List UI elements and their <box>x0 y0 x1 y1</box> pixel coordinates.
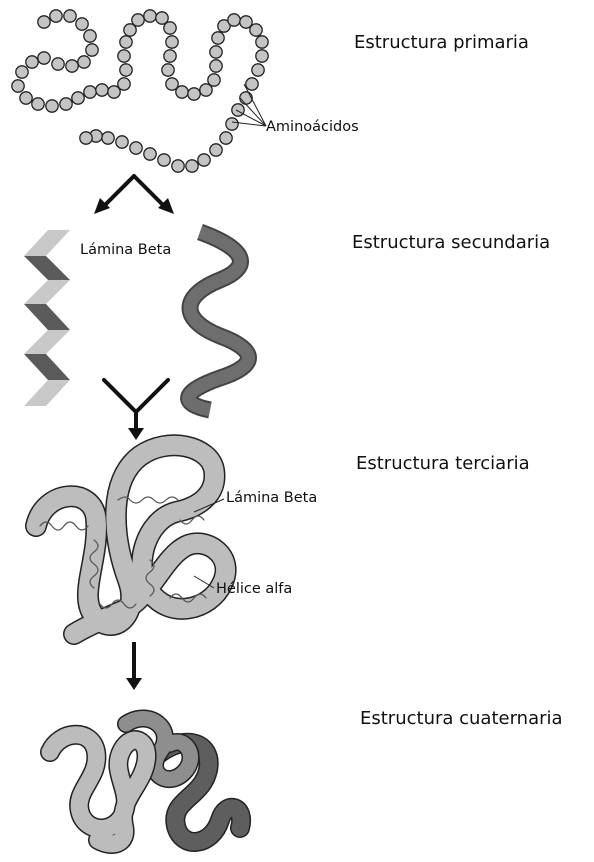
amino-acid-bead <box>12 80 24 92</box>
quaternary-protein-complex <box>50 719 241 844</box>
amino-acid-bead <box>256 50 268 62</box>
merge-arrow <box>104 380 168 440</box>
amino-acid-bead <box>78 56 90 68</box>
amino-acid-bead <box>210 144 222 156</box>
amino-acid-bead <box>52 58 64 70</box>
amino-acid-bead <box>208 74 220 86</box>
amino-acid-bead <box>66 60 78 72</box>
amino-acid-bead <box>252 64 264 76</box>
amino-acid-bead <box>38 16 50 28</box>
amino-acid-bead <box>118 78 130 90</box>
tertiary-folded-protein <box>36 445 226 634</box>
amino-acid-bead <box>64 10 76 22</box>
split-arrow <box>94 176 174 214</box>
amino-acid-bead <box>158 154 170 166</box>
amino-acid-bead <box>130 142 142 154</box>
amino-acid-bead <box>38 52 50 64</box>
amino-acid-bead <box>176 86 188 98</box>
tertiary-structure-title: Estructura terciaria <box>356 455 530 473</box>
amino-acid-bead <box>118 50 130 62</box>
alpha-helix-ribbon <box>189 232 249 410</box>
amino-acid-bead <box>76 18 88 30</box>
amino-acid-bead <box>210 46 222 58</box>
amino-acid-bead <box>60 98 72 110</box>
amino-acid-bead <box>16 66 28 78</box>
amino-acid-bead <box>26 56 38 68</box>
amino-acid-bead <box>72 92 84 104</box>
amino-acid-bead <box>240 92 252 104</box>
secondary-structure-title: Estructura secundaria <box>352 234 550 252</box>
primary-structure-title: Estructura primaria <box>354 34 529 52</box>
amino-acid-bead <box>86 44 98 56</box>
amino-acid-bead <box>116 136 128 148</box>
down-arrow <box>126 642 142 690</box>
amino-acid-bead <box>164 22 176 34</box>
alpha-helix-label: Hélice alfa <box>216 582 292 597</box>
amino-acid-bead <box>80 132 92 144</box>
amino-acid-bead <box>256 36 268 48</box>
amino-acid-bead <box>164 50 176 62</box>
amino-acid-bead <box>144 148 156 160</box>
amino-acid-bead <box>46 100 58 112</box>
amino-acid-bead <box>102 132 114 144</box>
amino-acid-bead <box>212 32 224 44</box>
amino-acid-bead <box>250 24 262 36</box>
amino-acid-bead <box>132 14 144 26</box>
amino-acid-bead <box>144 10 156 22</box>
amino-acid-bead <box>220 132 232 144</box>
amino-acid-bead <box>226 118 238 130</box>
amino-acid-bead <box>32 98 44 110</box>
amino-acid-bead <box>232 104 244 116</box>
amino-acid-bead <box>188 88 200 100</box>
amino-acid-bead <box>228 14 240 26</box>
amino-acid-bead <box>172 160 184 172</box>
amino-acid-bead <box>20 92 32 104</box>
beta-sheet-label-tertiary: Lámina Beta <box>226 491 317 506</box>
amino-acid-chain <box>12 10 268 172</box>
amino-acid-bead <box>162 64 174 76</box>
amino-acid-bead <box>186 160 198 172</box>
quaternary-structure-title: Estructura cuaternaria <box>360 710 563 728</box>
amino-acid-bead <box>120 64 132 76</box>
amino-acid-bead <box>84 86 96 98</box>
amino-acid-bead <box>166 36 178 48</box>
amino-acid-bead <box>120 36 132 48</box>
amino-acid-bead <box>198 154 210 166</box>
beta-sheet-ribbon <box>24 230 70 406</box>
amino-acid-bead <box>96 84 108 96</box>
beta-sheet-label-secondary: Lámina Beta <box>80 243 171 258</box>
amino-acid-bead <box>84 30 96 42</box>
amino-acid-bead <box>210 60 222 72</box>
amino-acid-bead <box>50 10 62 22</box>
aminoacids-label: Aminoácidos <box>266 120 359 135</box>
amino-acid-bead <box>246 78 258 90</box>
